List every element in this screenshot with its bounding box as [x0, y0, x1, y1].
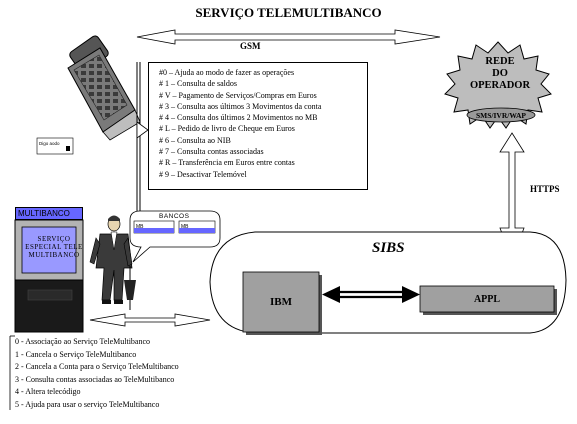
- multibanco-header: MULTIBANCO: [15, 207, 83, 220]
- bank-card-label: MB: [181, 224, 189, 230]
- gsm-arrow: [136, 29, 441, 45]
- ibm-label: IBM: [270, 296, 292, 308]
- menu-item: # 7 – Consulta contas associadas: [159, 147, 264, 157]
- ibm-box: [242, 271, 320, 333]
- menu-item: # 9 – Desactivar Telemóvel: [159, 169, 247, 179]
- menu-item: # V – Pagamento de Serviços/Compras em E…: [159, 90, 317, 100]
- menu-item: # L – Pedido de livro de Cheque em Euros: [159, 124, 295, 134]
- operator-line: REDE: [485, 56, 515, 67]
- bank-card-label: MB: [136, 224, 144, 230]
- atm-option: 3 - Consulta contas associadas ao TeleMu…: [15, 374, 175, 384]
- bancos-label: BANCOS: [159, 213, 190, 220]
- atm-options-list: 0 - Associação ao Serviço TeleMultibanco…: [15, 336, 179, 412]
- menu-item: # 6 – Consulta ao NIB: [159, 135, 231, 145]
- operator-line: DO: [492, 68, 508, 79]
- atm-option: 1 - Cancela o Serviço TeleMultibanco: [15, 349, 137, 359]
- ibm-appl-arrow: [322, 286, 420, 303]
- appl-box: [419, 285, 555, 313]
- atm-option: 4 - Altera telecódigo: [15, 387, 81, 397]
- phone-display-text: Digo aodo: [39, 141, 60, 146]
- telemultibanco-menu: #0 – Ajuda ao modo de fazer as operações…: [148, 62, 368, 190]
- gsm-label: GSM: [240, 41, 261, 51]
- phone-display-box: [36, 137, 74, 155]
- atm-option: 5 - Ajuda para usar o serviço TeleMultib…: [15, 399, 160, 409]
- menu-pointer-arrow: [136, 121, 149, 139]
- channels-label: SMS/IVR/WAP: [475, 111, 526, 120]
- bottom-arrow: [89, 313, 211, 327]
- mobile-phone-icon: [67, 35, 141, 141]
- sibs-label: SIBS: [372, 240, 405, 256]
- atm-screen-text: SERVIÇO ESPECIAL TELE MULTIBANCO: [25, 235, 83, 259]
- atm-machine: [14, 219, 84, 333]
- diagram-title: SERVIÇO TELEMULTIBANCO: [195, 5, 382, 20]
- menu-item: # R – Transferência em Euros entre conta…: [159, 158, 295, 168]
- man-figure: [89, 215, 136, 310]
- menu-item: # 4 – Consulta dos últimos 2 Movimentos …: [159, 113, 318, 123]
- menu-item: # 3 – Consulta aos últimos 3 Movimentos …: [159, 101, 322, 111]
- menu-item: #0 – Ajuda ao modo de fazer as operações: [159, 68, 295, 77]
- https-label: HTTPS: [530, 184, 560, 194]
- operator-line: OPERADOR: [469, 80, 531, 91]
- operator-label: REDE DO OPERADOR: [460, 56, 540, 92]
- atm-option: 2 - Cancela a Conta para o Serviço TeleM…: [15, 362, 179, 372]
- appl-label: APPL: [473, 293, 501, 305]
- atm-option: 0 - Associação ao Serviço TeleMultibanco: [15, 337, 151, 346]
- menu-item: # 1 – Consulta de saldos: [159, 79, 237, 89]
- smsivr-oval: [466, 107, 536, 123]
